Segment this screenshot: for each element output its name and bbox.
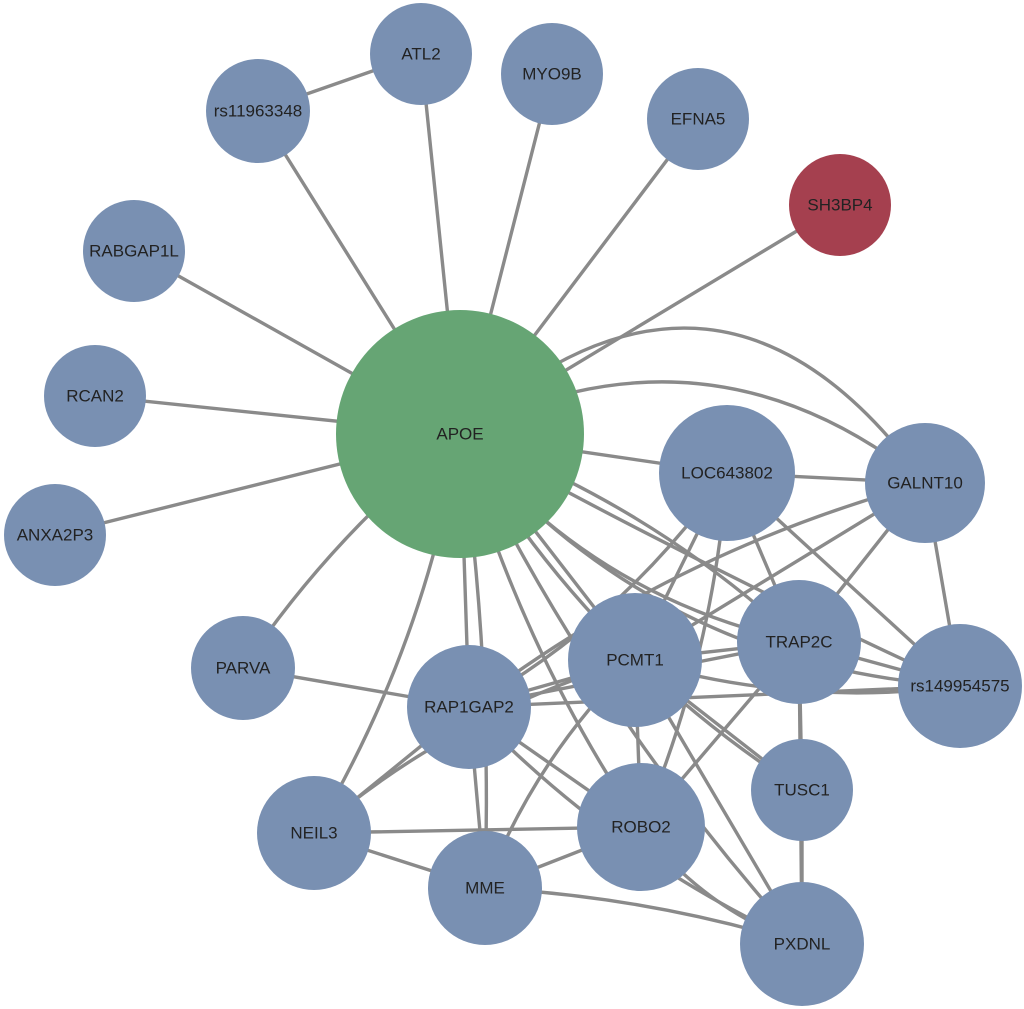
node-label: RAP1GAP2 bbox=[424, 698, 514, 717]
node-circle[interactable] bbox=[568, 593, 702, 727]
node-label: MME bbox=[465, 879, 505, 898]
node-circle[interactable] bbox=[191, 616, 295, 720]
node-circle[interactable] bbox=[577, 763, 705, 891]
node-pxdnl[interactable]: PXDNL bbox=[740, 882, 864, 1006]
node-label: ATL2 bbox=[401, 45, 440, 64]
node-label: ANXA2P3 bbox=[17, 526, 94, 545]
node-rabgap1l[interactable]: RABGAP1L bbox=[83, 200, 185, 302]
node-label: PARVA bbox=[216, 659, 271, 678]
node-tusc1[interactable]: TUSC1 bbox=[751, 739, 853, 841]
node-label: ROBO2 bbox=[611, 818, 671, 837]
node-efna5[interactable]: EFNA5 bbox=[647, 68, 749, 170]
node-circle[interactable] bbox=[898, 624, 1022, 748]
node-atl2[interactable]: ATL2 bbox=[370, 3, 472, 105]
node-circle[interactable] bbox=[407, 645, 531, 769]
node-label: RABGAP1L bbox=[89, 242, 179, 261]
node-pcmt1[interactable]: PCMT1 bbox=[568, 593, 702, 727]
node-trap2c[interactable]: TRAP2C bbox=[737, 580, 861, 704]
node-label: SH3BP4 bbox=[807, 196, 872, 215]
nodes-layer: APOE ATL2 rs11963348 MYO9B EFNA5SH3BP4RABGAP… bbox=[4, 3, 1022, 1006]
node-circle[interactable] bbox=[865, 423, 985, 543]
node-label: GALNT10 bbox=[887, 474, 963, 493]
node-label: APOE bbox=[436, 425, 483, 444]
node-rap1gap2[interactable]: RAP1GAP2 bbox=[407, 645, 531, 769]
node-label: LOC643802 bbox=[681, 464, 773, 483]
node-circle[interactable] bbox=[206, 59, 310, 163]
node-robo2[interactable]: ROBO2 bbox=[577, 763, 705, 891]
node-label: EFNA5 bbox=[671, 110, 726, 129]
node-circle[interactable] bbox=[737, 580, 861, 704]
edge-rs149954575-rap1gap2 bbox=[467, 684, 962, 709]
node-galnt10[interactable]: GALNT10 bbox=[865, 423, 985, 543]
node-label: rs149954575 bbox=[910, 677, 1009, 696]
node-mme[interactable]: MME bbox=[428, 831, 542, 945]
node-sh3bp4[interactable]: SH3BP4 bbox=[789, 154, 891, 256]
node-circle[interactable] bbox=[336, 310, 584, 558]
node-circle[interactable] bbox=[370, 3, 472, 105]
node-circle[interactable] bbox=[257, 776, 371, 890]
node-apoe[interactable]: APOE bbox=[336, 310, 584, 558]
node-rs149954575[interactable]: rs149954575 bbox=[898, 624, 1022, 748]
node-circle[interactable] bbox=[501, 23, 603, 125]
node-circle[interactable] bbox=[751, 739, 853, 841]
node-circle[interactable] bbox=[4, 484, 106, 586]
node-myo9b[interactable]: MYO9B bbox=[501, 23, 603, 125]
node-label: NEIL3 bbox=[290, 824, 337, 843]
node-anxa2p3[interactable]: ANXA2P3 bbox=[4, 484, 106, 586]
node-label: PCMT1 bbox=[606, 651, 664, 670]
node-circle[interactable] bbox=[647, 68, 749, 170]
node-circle[interactable] bbox=[789, 154, 891, 256]
node-loc643802[interactable]: LOC643802 bbox=[659, 405, 795, 541]
node-circle[interactable] bbox=[83, 200, 185, 302]
node-label: TUSC1 bbox=[774, 781, 830, 800]
node-circle[interactable] bbox=[428, 831, 542, 945]
node-label: rs11963348 bbox=[214, 102, 303, 121]
node-label: TRAP2C bbox=[765, 633, 832, 652]
node-label: MYO9B bbox=[522, 65, 582, 84]
node-label: PXDNL bbox=[774, 935, 831, 954]
node-circle[interactable] bbox=[44, 345, 146, 447]
node-rs11963348[interactable]: rs11963348 bbox=[206, 59, 310, 163]
node-rcan2[interactable]: RCAN2 bbox=[44, 345, 146, 447]
node-neil3[interactable]: NEIL3 bbox=[257, 776, 371, 890]
node-circle[interactable] bbox=[740, 882, 864, 1006]
node-parva[interactable]: PARVA bbox=[191, 616, 295, 720]
node-label: RCAN2 bbox=[66, 387, 124, 406]
edge-galnt10-rap1gap2 bbox=[467, 481, 927, 709]
node-circle[interactable] bbox=[659, 405, 795, 541]
